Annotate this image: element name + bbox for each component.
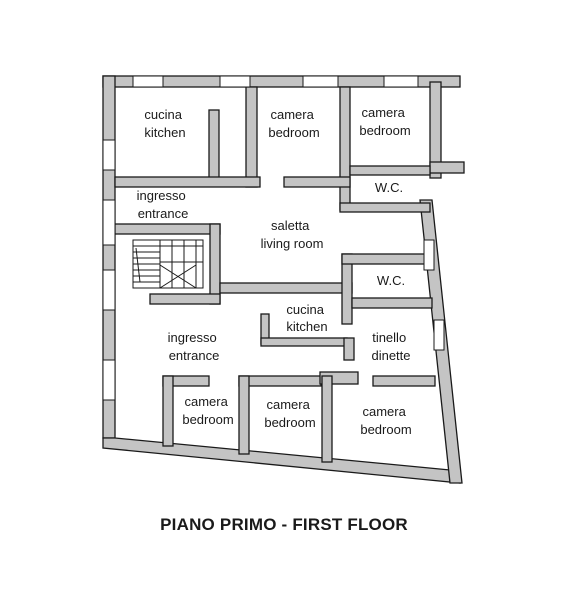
wall-bottom [102, 437, 461, 484]
room-label-wc-1: W.C. [375, 180, 403, 195]
label-line: camera [362, 105, 406, 120]
window [102, 139, 116, 171]
label-line: saletta [271, 218, 310, 233]
wall-bed-v-1 [162, 375, 174, 447]
label-line: bedroom [268, 125, 319, 140]
label-line: bedroom [359, 123, 410, 138]
label-line: living room [261, 236, 324, 251]
wall-int-10 [260, 337, 348, 347]
wall-right-upper [429, 81, 442, 179]
label-line: ingresso [168, 330, 217, 345]
room-label-camera-1: camera bedroom [268, 107, 319, 140]
window [383, 75, 419, 88]
wall-int-4 [114, 176, 261, 188]
wall-int-6 [349, 165, 431, 176]
label-line: kitchen [144, 125, 185, 140]
wall-stair-right [209, 223, 221, 305]
wall-int-3 [208, 109, 220, 181]
window [302, 75, 339, 88]
room-label-camera-5: camera bedroom [360, 404, 411, 437]
window [102, 359, 116, 401]
label-line: cucina [286, 302, 324, 317]
label-line: cucina [144, 107, 182, 122]
label-line: entrance [169, 348, 220, 363]
window [423, 239, 435, 271]
wall-int-11 [343, 337, 355, 361]
wall-bed-top-4 [372, 375, 436, 387]
label-line: bedroom [360, 422, 411, 437]
room-label-ingresso-2: ingresso entrance [168, 330, 221, 363]
label-line: W.C. [377, 273, 405, 288]
wall-wc2-top [341, 253, 428, 265]
wall-int-1 [245, 86, 258, 188]
wall-int-7 [339, 202, 431, 213]
staircase [132, 239, 204, 289]
room-label-cucina-1: cucina kitchen [144, 107, 185, 140]
label-line: kitchen [286, 319, 327, 334]
label-line: camera [363, 404, 407, 419]
window [102, 269, 116, 311]
window [219, 75, 251, 88]
label-line: dinette [371, 348, 410, 363]
room-label-camera-4: camera bedroom [264, 397, 315, 430]
label-line: camera [271, 107, 315, 122]
room-label-saletta: saletta living room [261, 218, 324, 251]
label-line: camera [267, 397, 311, 412]
wall-wc2-bottom [351, 297, 433, 309]
wall-corridor [219, 282, 353, 294]
room-label-camera-2: camera bedroom [359, 105, 410, 138]
label-line: camera [185, 394, 229, 409]
wall-bed-top-2 [238, 375, 322, 387]
wall-int-5 [283, 176, 351, 188]
label-line: bedroom [264, 415, 315, 430]
label-line: entrance [138, 206, 189, 221]
wall-int-2 [339, 86, 351, 211]
room-label-ingresso-1: ingresso entrance [137, 188, 190, 221]
window [433, 319, 445, 351]
window [132, 75, 164, 88]
wall-stair-bottom [149, 293, 221, 305]
wall-right-wing [429, 161, 465, 174]
label-line: ingresso [137, 188, 186, 203]
label-line: tinello [372, 330, 406, 345]
window [102, 199, 116, 246]
label-line: W.C. [375, 180, 403, 195]
room-label-camera-3: camera bedroom [182, 394, 233, 427]
room-label-cucina-2: cucina kitchen [286, 302, 327, 334]
room-label-tinello: tinello dinette [371, 330, 410, 363]
windows [102, 75, 445, 401]
label-line: bedroom [182, 412, 233, 427]
wall-bed-v-2 [238, 375, 250, 455]
wall-stair-top [114, 223, 221, 235]
room-label-wc-2: W.C. [377, 273, 405, 288]
wall-bed-v-3 [321, 375, 333, 463]
plan-title: PIANO PRIMO - FIRST FLOOR [160, 515, 408, 534]
room-labels: cucina kitchen camera bedroom camera bed… [137, 105, 412, 437]
